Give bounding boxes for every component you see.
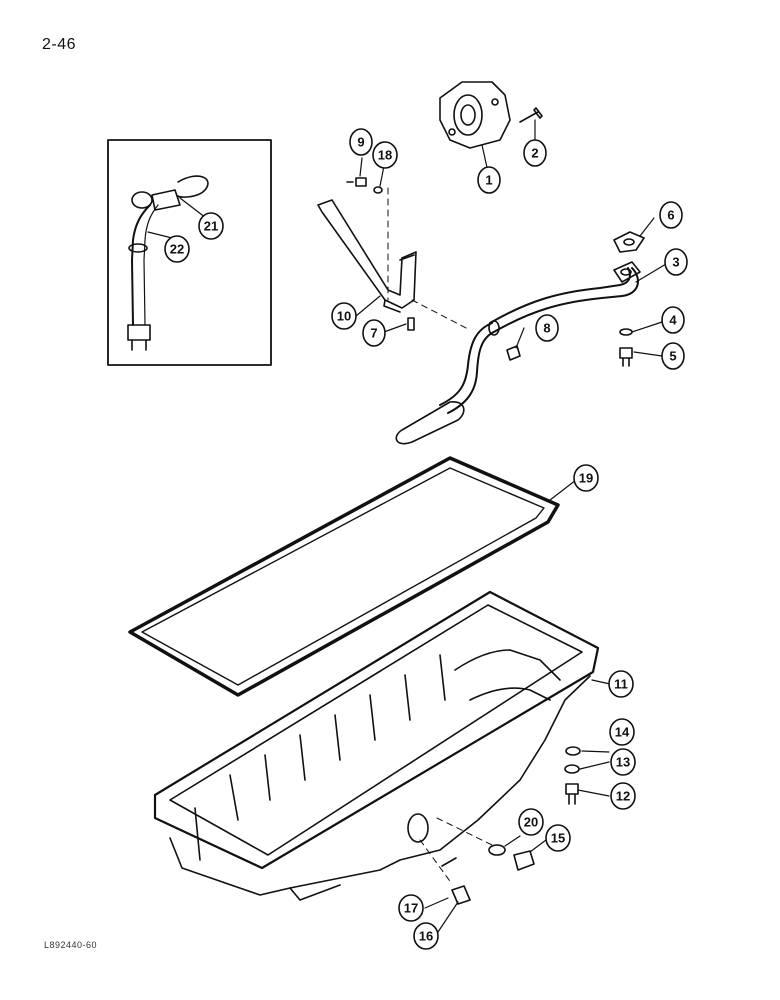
callout-1: 1 <box>477 166 501 194</box>
oil-pan-gasket <box>128 456 560 697</box>
oil-pan <box>153 590 600 901</box>
callout-9: 9 <box>349 128 373 156</box>
svg-text:6: 6 <box>667 208 674 223</box>
callout-12: 12 <box>610 782 636 810</box>
svg-text:7: 7 <box>370 326 377 341</box>
svg-text:17: 17 <box>404 901 418 916</box>
oil-pump-housing <box>439 81 511 149</box>
svg-text:13: 13 <box>616 755 630 770</box>
callout-8: 8 <box>535 314 559 342</box>
callout-10: 10 <box>331 302 357 330</box>
callout-5: 5 <box>661 342 685 370</box>
sensor-inset-box <box>107 139 272 366</box>
callout-3: 3 <box>664 248 688 276</box>
svg-text:21: 21 <box>204 219 218 234</box>
pickup-bracket <box>317 199 417 313</box>
callout-19: 19 <box>573 464 599 492</box>
svg-text:12: 12 <box>616 789 630 804</box>
flange-gasket <box>613 231 645 253</box>
svg-text:10: 10 <box>337 309 351 324</box>
svg-text:4: 4 <box>669 313 677 328</box>
callout-16: 16 <box>413 922 439 950</box>
svg-text:16: 16 <box>419 929 433 944</box>
oil-pickup-tube <box>395 261 641 445</box>
svg-text:18: 18 <box>378 148 392 163</box>
figure-code: L892440-60 <box>44 940 98 950</box>
callout-17: 17 <box>398 894 424 922</box>
callout-11: 11 <box>608 670 634 698</box>
svg-text:8: 8 <box>543 321 550 336</box>
svg-text:5: 5 <box>669 349 676 364</box>
page-number: 2-46 <box>42 36 77 53</box>
callout-7: 7 <box>362 319 386 347</box>
svg-text:14: 14 <box>615 725 630 740</box>
svg-text:20: 20 <box>524 815 538 830</box>
svg-text:1: 1 <box>485 173 492 188</box>
callout-22: 22 <box>164 235 190 263</box>
svg-text:9: 9 <box>357 135 364 150</box>
bolt-2 <box>519 107 543 123</box>
small-hardware <box>346 177 633 905</box>
callout-4: 4 <box>661 306 685 334</box>
callout-15: 15 <box>545 824 571 852</box>
svg-text:22: 22 <box>170 242 184 257</box>
assembly-guide-lines <box>387 187 493 885</box>
svg-text:3: 3 <box>672 255 679 270</box>
svg-text:15: 15 <box>551 831 565 846</box>
svg-text:2: 2 <box>531 146 538 161</box>
callout-18: 18 <box>372 141 398 169</box>
callout-21: 21 <box>198 212 224 240</box>
callout-13: 13 <box>610 748 636 776</box>
callout-2: 2 <box>523 139 547 167</box>
svg-text:11: 11 <box>614 677 628 692</box>
callout-6: 6 <box>659 201 683 229</box>
callout-14: 14 <box>609 718 635 746</box>
leader-lines <box>147 119 667 933</box>
callout-20: 20 <box>518 808 544 836</box>
svg-text:19: 19 <box>579 471 593 486</box>
callout-balloons: 1 2 3 4 5 6 7 8 9 10 11 12 13 14 15 16 1… <box>164 128 688 950</box>
